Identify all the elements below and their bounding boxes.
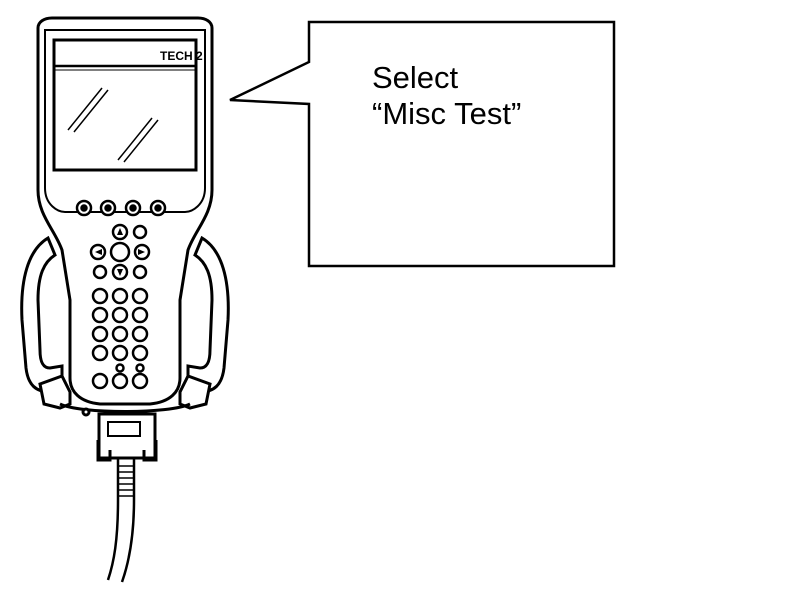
keypad-key[interactable]	[91, 325, 109, 343]
keypad-key[interactable]	[111, 287, 129, 305]
callout-line-1: Select	[372, 60, 459, 95]
callout-box	[229, 20, 616, 268]
screen	[52, 38, 198, 172]
keypad-key[interactable]	[131, 344, 149, 362]
keypad-key[interactable]	[91, 306, 109, 324]
brand-label: TECH 2	[160, 49, 203, 63]
keypad-key[interactable]	[131, 306, 149, 324]
keypad	[91, 287, 149, 390]
side-key-top[interactable]	[132, 224, 148, 240]
keypad-key[interactable]	[91, 372, 109, 390]
keypad-key[interactable]	[131, 372, 149, 390]
keypad-key[interactable]	[111, 372, 129, 390]
keypad-key[interactable]	[131, 287, 149, 305]
cable	[106, 458, 136, 583]
keypad-key[interactable]	[91, 287, 109, 305]
bottom-frame	[38, 374, 212, 417]
right-grip	[186, 235, 230, 394]
keypad-key[interactable]	[111, 344, 129, 362]
dlc-connector	[96, 412, 158, 462]
navigation-pad	[89, 223, 151, 281]
function-keys	[75, 199, 167, 217]
keypad-key[interactable]	[111, 306, 129, 324]
keypad-key[interactable]	[135, 363, 145, 373]
side-key-bottom[interactable]	[92, 264, 108, 280]
side-key-right[interactable]	[132, 264, 148, 280]
callout-line-2: “Misc Test”	[372, 96, 522, 131]
keypad-key[interactable]	[111, 325, 129, 343]
callout-text: Select “Misc Test”	[372, 60, 521, 132]
enter-key[interactable]	[109, 241, 131, 263]
keypad-key[interactable]	[131, 325, 149, 343]
keypad-key[interactable]	[91, 344, 109, 362]
left-grip	[20, 235, 64, 394]
keypad-key[interactable]	[115, 363, 125, 373]
